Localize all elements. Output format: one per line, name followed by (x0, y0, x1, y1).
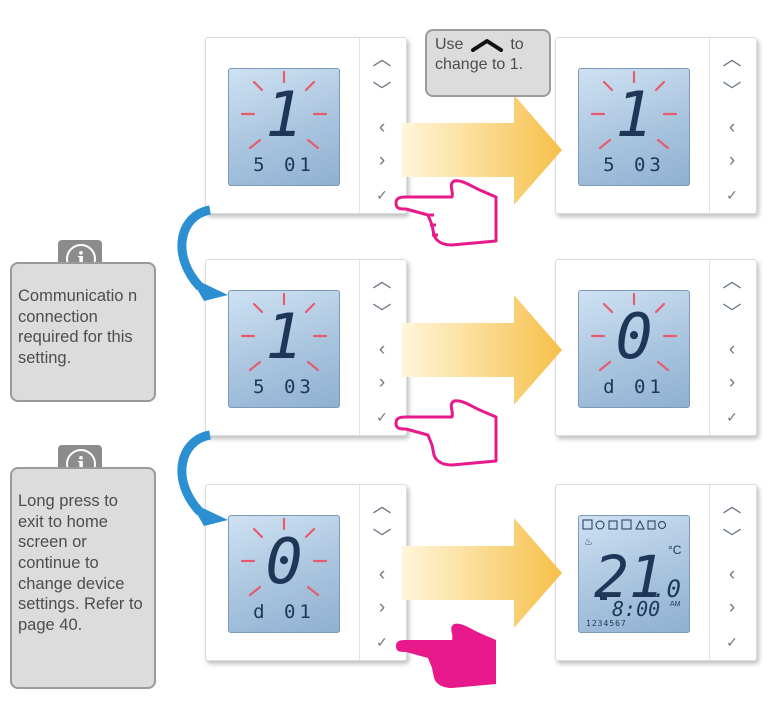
down-button[interactable]: ﹀ (722, 81, 742, 102)
up-button[interactable]: ︿ (722, 49, 742, 70)
hand-pointer-outline-1 (394, 179, 498, 247)
lcd-big-value: 0 (265, 525, 303, 598)
down-button[interactable]: ﹀ (372, 81, 392, 102)
next-arrow-3 (402, 518, 562, 628)
left-button[interactable]: ‹ (378, 564, 386, 585)
lcd-code: 5 03 (253, 376, 315, 398)
lcd-big-value: 0 (615, 300, 653, 373)
lcd-screen: 1 5 03 (578, 68, 690, 186)
ok-button[interactable]: ✓ (726, 634, 738, 650)
down-button[interactable]: ﹀ (372, 528, 392, 549)
right-button[interactable]: › (728, 150, 736, 171)
flame-icon: ♨ (584, 537, 593, 548)
next-arrow-1 (402, 95, 562, 205)
thermostat-panel-3: 1 5 03 ︿ ﹀ ‹ › ✓ (205, 259, 407, 436)
left-button[interactable]: ‹ (728, 564, 736, 585)
right-button[interactable]: › (728, 372, 736, 393)
blink-rays (240, 70, 328, 150)
blink-rays (590, 292, 678, 372)
clock-ampm: AM (670, 601, 681, 608)
lcd-home-screen: ♨ 21 .0 °C 8:00 AM 1234567 (578, 515, 690, 633)
lcd-screen: 0 d 01 (228, 515, 340, 633)
ok-button[interactable]: ✓ (376, 634, 388, 650)
curved-arrow-1 (177, 205, 228, 301)
blink-rays (240, 517, 328, 597)
info-note-communication: Communicatio n connection required for t… (10, 262, 156, 402)
lcd-code: d 01 (603, 376, 665, 398)
button-column: ︿ ﹀ ‹ › ✓ (709, 485, 756, 660)
down-button[interactable]: ﹀ (372, 303, 392, 324)
thermostat-panel-4: 0 d 01 ︿ ﹀ ‹ › ✓ (555, 259, 757, 436)
ok-button[interactable]: ✓ (376, 409, 388, 425)
next-arrow-2 (402, 295, 562, 405)
hand-pointer-outline-2 (394, 399, 498, 467)
hand-pointer-filled (396, 623, 496, 688)
ok-button[interactable]: ✓ (726, 187, 738, 203)
temperature-unit: °C (668, 543, 682, 557)
left-button[interactable]: ‹ (728, 117, 736, 138)
left-button[interactable]: ‹ (378, 117, 386, 138)
up-button[interactable]: ︿ (722, 271, 742, 292)
schedule-icon (600, 593, 607, 600)
lcd-code: 5 03 (603, 154, 665, 176)
weekday-indicator: 1234567 (586, 619, 627, 628)
lcd-big-value: 1 (265, 78, 303, 151)
up-button[interactable]: ︿ (722, 496, 742, 517)
thermostat-panel-1: 1 5 01 ︿ ﹀ ‹ › ✓ (205, 37, 407, 214)
note-text: Long press to exit to home screen or con… (18, 492, 143, 634)
thermostat-panel-2: 1 5 03 ︿ ﹀ ‹ › ✓ (555, 37, 757, 214)
ok-button[interactable]: ✓ (376, 187, 388, 203)
left-button[interactable]: ‹ (378, 339, 386, 360)
chevron-up-icon (470, 38, 503, 52)
right-button[interactable]: › (378, 372, 386, 393)
lcd-code: 5 01 (253, 154, 315, 176)
callout-text-before: Use (435, 36, 464, 53)
note-text: Communicatio n connection required for t… (18, 287, 138, 367)
up-button[interactable]: ︿ (372, 49, 392, 70)
info-note-long-press: Long press to exit to home screen or con… (10, 467, 156, 689)
up-button[interactable]: ︿ (372, 496, 392, 517)
instruction-callout: Use to change to 1. (425, 29, 551, 97)
down-button[interactable]: ﹀ (722, 303, 742, 324)
callout-text-line2: change to 1. (435, 56, 524, 73)
ok-button[interactable]: ✓ (726, 409, 738, 425)
temperature-decimal: .0 (652, 575, 681, 603)
callout-text-after: to (510, 36, 524, 53)
lcd-big-value: 1 (615, 78, 653, 151)
button-column: ︿ ﹀ ‹ › ✓ (709, 260, 756, 435)
curved-arrow-2 (177, 430, 228, 526)
lcd-screen: 1 5 03 (228, 290, 340, 408)
clock-time: 8:00 (612, 597, 661, 621)
lcd-code: d 01 (253, 601, 315, 623)
right-button[interactable]: › (728, 597, 736, 618)
status-icons-row (582, 519, 666, 530)
blink-rays (590, 70, 678, 150)
lcd-big-value: 1 (265, 300, 303, 373)
button-column: ︿ ﹀ ‹ › ✓ (359, 260, 406, 435)
thermostat-panel-5: 0 d 01 ︿ ﹀ ‹ › ✓ (205, 484, 407, 661)
thermostat-panel-home: ♨ 21 .0 °C 8:00 AM 1234567 ︿ ﹀ ‹ › ✓ (555, 484, 757, 661)
button-column: ︿ ﹀ ‹ › ✓ (359, 485, 406, 660)
up-button[interactable]: ︿ (372, 271, 392, 292)
right-button[interactable]: › (378, 150, 386, 171)
lcd-screen: 1 5 01 (228, 68, 340, 186)
button-column: ︿ ﹀ ‹ › ✓ (359, 38, 406, 213)
lcd-screen: 0 d 01 (578, 290, 690, 408)
down-button[interactable]: ﹀ (722, 528, 742, 549)
button-column: ︿ ﹀ ‹ › ✓ (709, 38, 756, 213)
blink-rays (240, 292, 328, 372)
right-button[interactable]: › (378, 597, 386, 618)
left-button[interactable]: ‹ (728, 339, 736, 360)
